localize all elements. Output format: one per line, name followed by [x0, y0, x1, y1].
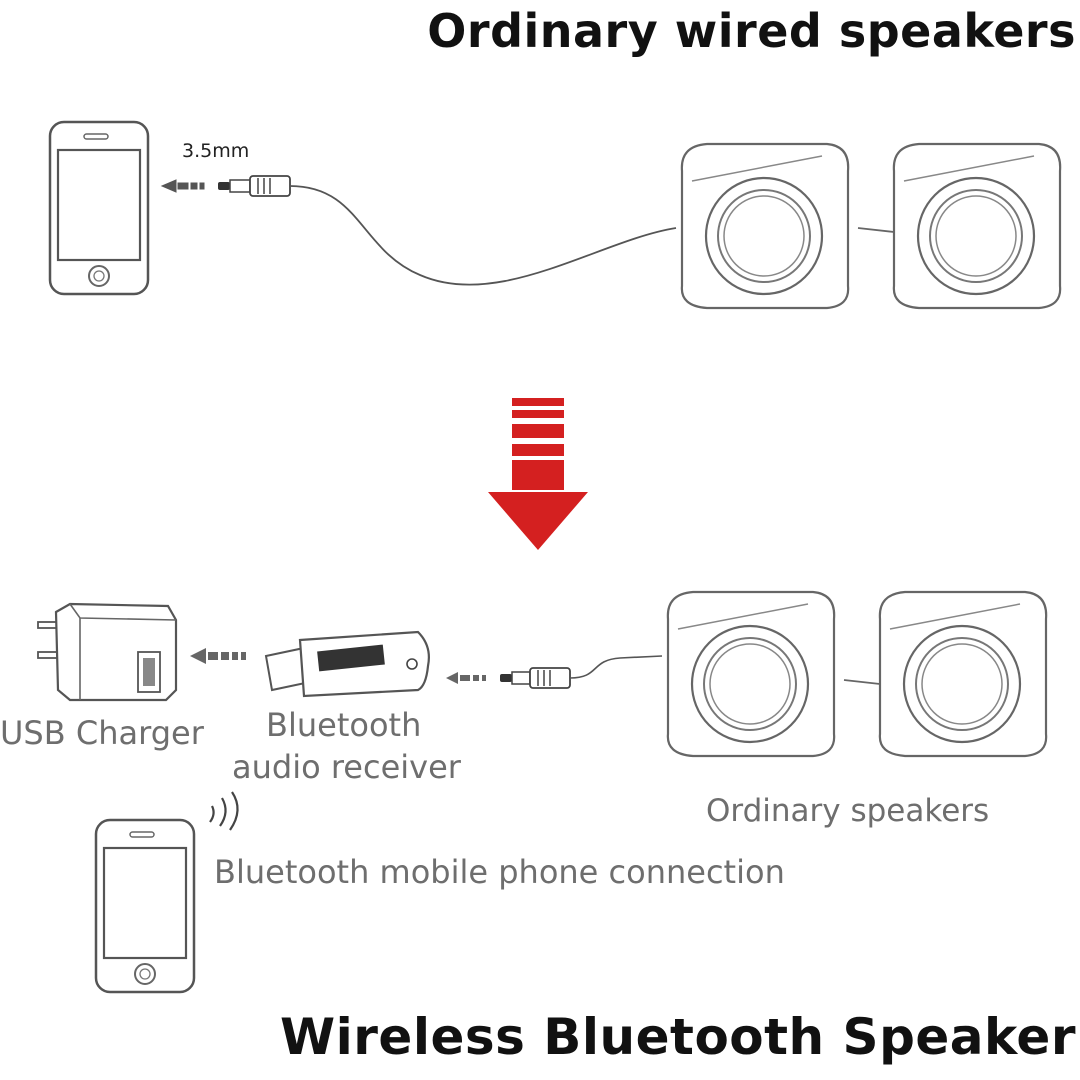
speaker-icon: [680, 142, 850, 310]
usb-charger-icon: [37, 602, 178, 702]
audio-jack-icon: [218, 175, 291, 197]
diagram-title-bottom: Wireless Bluetooth Speaker: [279, 1008, 1076, 1066]
wireless-signal-icon: [209, 791, 239, 831]
diagram-title-top: Ordinary wired speakers: [427, 4, 1076, 58]
smartphone-icon: [94, 818, 196, 994]
audio-cable: [289, 185, 677, 286]
down-arrow-icon: [488, 398, 588, 550]
speaker-icon: [666, 590, 836, 758]
left-arrow-icon: [160, 179, 205, 193]
smartphone-icon: [48, 120, 150, 296]
bluetooth-receiver-icon: [264, 630, 430, 698]
left-arrow-icon: [190, 648, 246, 664]
usb-charger-label: USB Charger: [0, 714, 204, 752]
phone-connection-label: Bluetooth mobile phone connection: [214, 853, 785, 891]
jack-size-label: 3.5mm: [182, 140, 250, 162]
bt-receiver-label-line1: Bluetooth: [266, 706, 422, 744]
audio-cable: [569, 655, 663, 679]
speaker-icon: [878, 590, 1048, 758]
ordinary-speakers-label: Ordinary speakers: [706, 793, 990, 829]
left-arrow-icon: [446, 672, 486, 684]
audio-jack-icon: [500, 667, 571, 689]
bt-receiver-label-line2: audio receiver: [232, 748, 461, 786]
speaker-icon: [892, 142, 1062, 310]
